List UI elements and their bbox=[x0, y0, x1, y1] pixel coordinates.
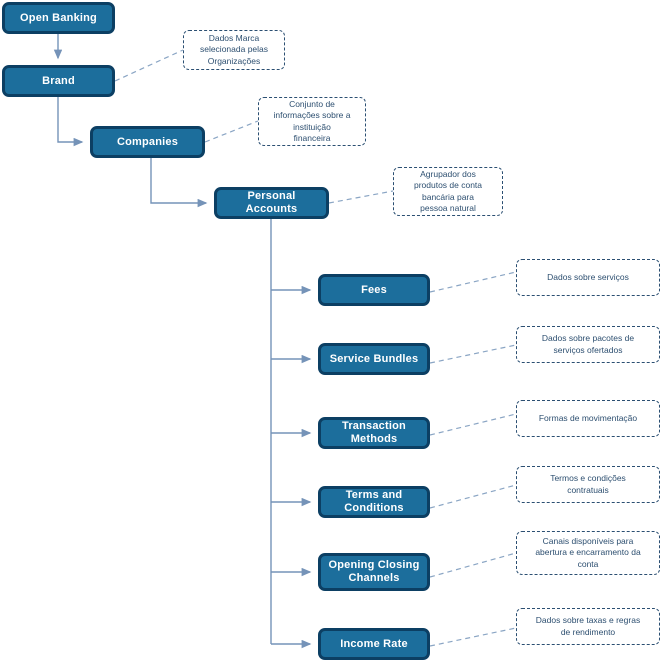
node-service-bundles[interactable]: Service Bundles bbox=[318, 343, 430, 375]
note-companies: Conjunto de informações sobre a institui… bbox=[258, 97, 366, 146]
edge-companies-to-personal-accounts bbox=[150, 158, 208, 208]
note-label: Dados Marca selecionada pelas Organizaçõ… bbox=[199, 33, 269, 66]
node-label: Fees bbox=[361, 283, 387, 296]
note-leader-companies bbox=[204, 120, 259, 143]
note-label: Formas de movimentação bbox=[538, 412, 638, 423]
note-leader-opening-closing-channels bbox=[429, 552, 517, 578]
node-transaction-methods[interactable]: Transaction Methods bbox=[318, 417, 430, 449]
node-label: Service Bundles bbox=[329, 352, 419, 365]
node-label: Opening Closing Channels bbox=[328, 559, 420, 584]
edge-brand-to-companies bbox=[57, 97, 84, 147]
node-opening-closing-channels[interactable]: Opening Closing Channels bbox=[318, 553, 430, 591]
note-personal-accounts: Agrupador dos produtos de conta bancária… bbox=[393, 167, 503, 216]
node-label: Personal Accounts bbox=[245, 190, 298, 215]
node-label: Companies bbox=[116, 135, 179, 148]
note-leader-brand bbox=[114, 49, 184, 82]
node-label: Income Rate bbox=[340, 637, 408, 650]
note-leader-personal-accounts bbox=[328, 190, 394, 204]
note-opening-closing-channels: Canais disponíveis para abertura e encar… bbox=[516, 531, 660, 575]
note-label: Termos e condições contratuais bbox=[550, 473, 626, 495]
node-terms-and-conditions[interactable]: Terms and Conditions bbox=[318, 486, 430, 518]
node-open-banking[interactable]: Open Banking bbox=[2, 2, 115, 34]
node-income-rate[interactable]: Income Rate bbox=[318, 628, 430, 660]
note-transaction-methods: Formas de movimentação bbox=[516, 400, 660, 437]
note-fees: Dados sobre serviços bbox=[516, 259, 660, 296]
note-income-rate: Dados sobre taxas e regras de rendimento bbox=[516, 608, 660, 645]
node-companies[interactable]: Companies bbox=[90, 126, 205, 158]
note-leader-transaction-methods bbox=[429, 413, 517, 436]
note-label: Dados sobre taxas e regras de rendimento bbox=[535, 615, 641, 637]
note-label: Conjunto de informações sobre a institui… bbox=[273, 99, 351, 143]
node-label: Terms and Conditions bbox=[344, 489, 404, 514]
node-brand[interactable]: Brand bbox=[2, 65, 115, 97]
note-brand: Dados Marca selecionada pelas Organizaçõ… bbox=[183, 30, 285, 70]
node-fees[interactable]: Fees bbox=[318, 274, 430, 306]
note-leader-terms-and-conditions bbox=[429, 484, 517, 509]
note-leader-service-bundles bbox=[429, 344, 517, 364]
note-label: Canais disponíveis para abertura e encar… bbox=[535, 536, 641, 569]
node-label: Brand bbox=[42, 74, 75, 87]
note-service-bundles: Dados sobre pacotes de serviços ofertado… bbox=[516, 326, 660, 363]
note-leader-income-rate bbox=[429, 627, 517, 647]
note-label: Agrupador dos produtos de conta bancária… bbox=[413, 169, 483, 213]
node-label: Transaction Methods bbox=[342, 420, 406, 445]
note-label: Dados sobre pacotes de serviços ofertado… bbox=[541, 333, 635, 355]
node-label: Open Banking bbox=[20, 11, 97, 24]
note-label: Dados sobre serviços bbox=[547, 271, 629, 282]
note-terms-and-conditions: Termos e condições contratuais bbox=[516, 466, 660, 503]
node-personal-accounts[interactable]: Personal Accounts bbox=[214, 187, 329, 219]
note-leader-fees bbox=[429, 271, 517, 293]
